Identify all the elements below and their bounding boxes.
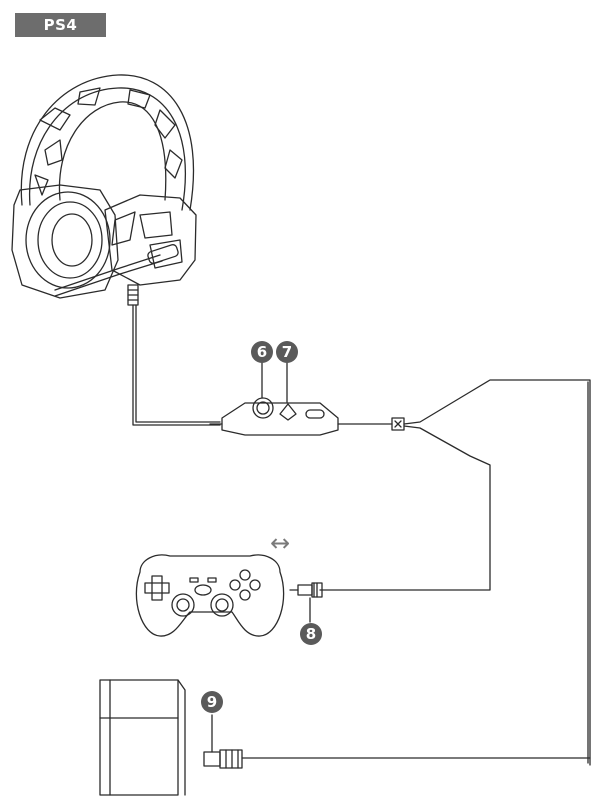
- gamepad-illustration: [135, 554, 285, 637]
- mic-switch-icon: [279, 403, 297, 421]
- callout-6: 6: [251, 341, 273, 363]
- svg-text:6: 6: [257, 343, 267, 361]
- svg-text:8: 8: [306, 625, 316, 643]
- console-illustration: [99, 679, 186, 796]
- inline-remote: [209, 397, 405, 436]
- callout-9: 9: [201, 691, 223, 713]
- callout-7: 7: [276, 341, 298, 363]
- svg-text:9: 9: [207, 693, 217, 711]
- volume-wheel-icon: [252, 397, 274, 419]
- platform-label: PS4: [43, 16, 78, 34]
- callout-8: 8: [300, 623, 322, 645]
- connect-arrow-icon: ↔: [270, 529, 290, 557]
- usb-plug: [203, 749, 591, 769]
- headset-illustration: [11, 74, 197, 306]
- audio-jack-plug: [289, 582, 323, 598]
- platform-tag: PS4: [15, 13, 106, 37]
- headset-cable: [132, 304, 221, 426]
- svg-text:7: 7: [282, 343, 292, 361]
